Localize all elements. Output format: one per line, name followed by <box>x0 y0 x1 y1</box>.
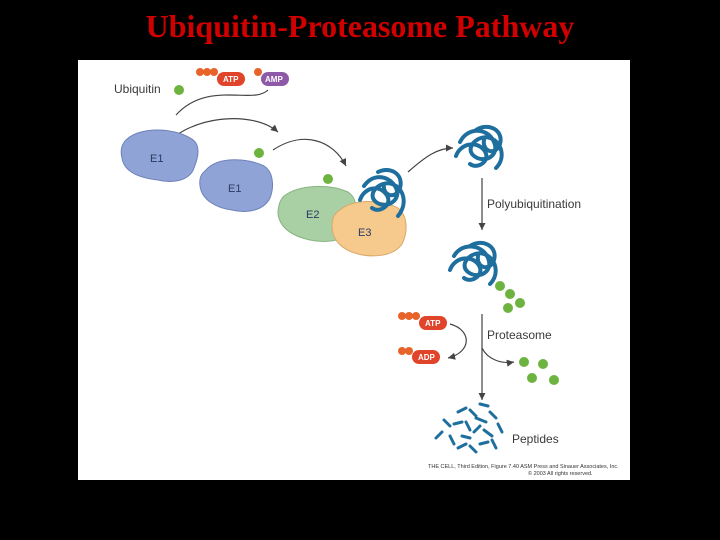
polyubiquitination-label: Polyubiquitination <box>487 197 581 211</box>
atp-to-adp-arrow <box>447 323 467 360</box>
e1-enzyme-first: E1 <box>120 129 199 182</box>
released-ubiquitin <box>519 357 559 385</box>
substrate-protein-top <box>454 124 504 170</box>
adp-icon: ADP <box>398 347 440 364</box>
atp-top-label: ATP <box>223 75 239 84</box>
ubiquitin-on-e2 <box>323 174 333 184</box>
amp-icon: AMP <box>254 68 289 86</box>
slide-title: Ubiquitin-Proteasome Pathway <box>145 8 575 44</box>
ubiquitin-release-arrow <box>481 347 515 367</box>
e2-label: E2 <box>306 209 319 221</box>
peptides-label: Peptides <box>512 432 559 446</box>
e1-enzyme-second: E1 <box>199 159 273 212</box>
substrate-protein-on-e3 <box>358 168 406 218</box>
ubiquitin-label: Ubiquitin <box>114 82 161 96</box>
ubiquitin-chain <box>495 281 525 313</box>
to-substrate-arrow <box>407 144 454 173</box>
e1-first-label: E1 <box>150 153 163 165</box>
atp-top-icon: ATP <box>196 68 245 86</box>
atp-consumption-arrow <box>175 89 269 116</box>
pathway-figure: Ubiquitin ATP AMP E1 E1 E2 E3 <box>78 60 630 480</box>
e1-second-label: E1 <box>228 183 241 195</box>
ubiquitin-on-e1 <box>254 148 264 158</box>
figure-credit-line1: THE CELL, Third Edition, Figure 7.40 ASM… <box>428 464 619 470</box>
atp-bottom-icon: ATP <box>398 312 447 330</box>
e3-enzyme: E3 <box>331 201 407 257</box>
atp-bottom-label: ATP <box>425 319 441 328</box>
figure-credit-line2: © 2003 All rights reserved. <box>528 470 593 477</box>
amp-label: AMP <box>265 75 283 84</box>
e3-label: E3 <box>358 227 371 239</box>
proteasome-label: Proteasome <box>487 328 552 342</box>
polyubiquitinated-substrate <box>448 240 498 286</box>
ubiquitin-dot <box>174 85 184 95</box>
peptides-icon <box>434 402 504 454</box>
e1-to-e2-arrow <box>272 138 347 167</box>
adp-label: ADP <box>418 353 436 362</box>
